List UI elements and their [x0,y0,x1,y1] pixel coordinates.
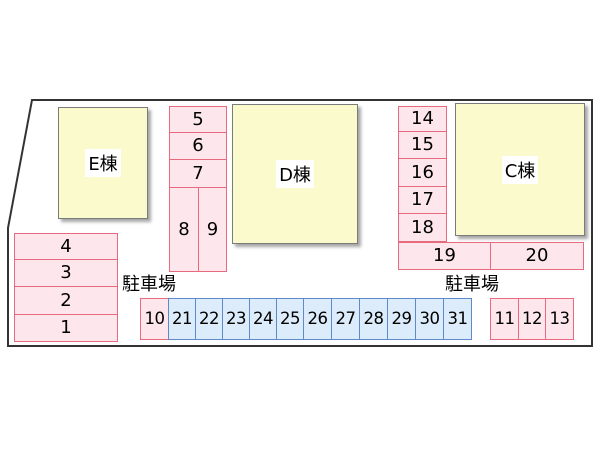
parking-space-13: 13 [545,298,574,340]
parking-space-30: 30 [415,298,444,340]
parking-space-22: 22 [195,298,223,340]
parking-space-6: 6 [169,132,227,160]
parking-space-14: 14 [398,106,447,132]
building-d: D棟 [232,104,358,244]
parking-space-5: 5 [169,106,227,133]
building-e: E棟 [58,107,148,219]
parking-space-7: 7 [169,159,227,188]
parking-space-16: 16 [398,158,447,187]
parking-space-21: 21 [168,298,196,340]
parking-label-right: 駐車場 [445,274,499,295]
parking-space-1: 1 [14,314,118,342]
building-e-label: E棟 [85,149,121,177]
parking-space-11: 11 [490,298,519,340]
parking-space-12: 12 [518,298,546,340]
parking-space-19: 19 [398,242,491,270]
building-c-label: C棟 [501,155,539,184]
parking-space-10: 10 [140,298,169,340]
parking-space-3: 3 [14,259,118,287]
parking-space-9: 9 [198,187,227,272]
parking-space-24: 24 [249,298,277,340]
parking-label-left: 駐車場 [122,274,176,295]
parking-space-20: 20 [490,242,584,270]
building-d-label: D棟 [276,160,314,188]
parking-space-31: 31 [443,298,472,340]
building-c: C棟 [455,103,585,236]
parking-space-18: 18 [398,213,447,242]
parking-space-29: 29 [387,298,416,340]
parking-space-27: 27 [331,298,360,340]
parking-space-17: 17 [398,186,447,214]
parking-space-23: 23 [222,298,250,340]
parking-space-2: 2 [14,286,118,315]
parking-space-4: 4 [14,233,118,260]
parking-space-15: 15 [398,131,447,159]
parking-space-26: 26 [303,298,332,340]
parking-space-8: 8 [169,187,199,272]
parking-space-28: 28 [359,298,388,340]
parking-space-25: 25 [276,298,304,340]
